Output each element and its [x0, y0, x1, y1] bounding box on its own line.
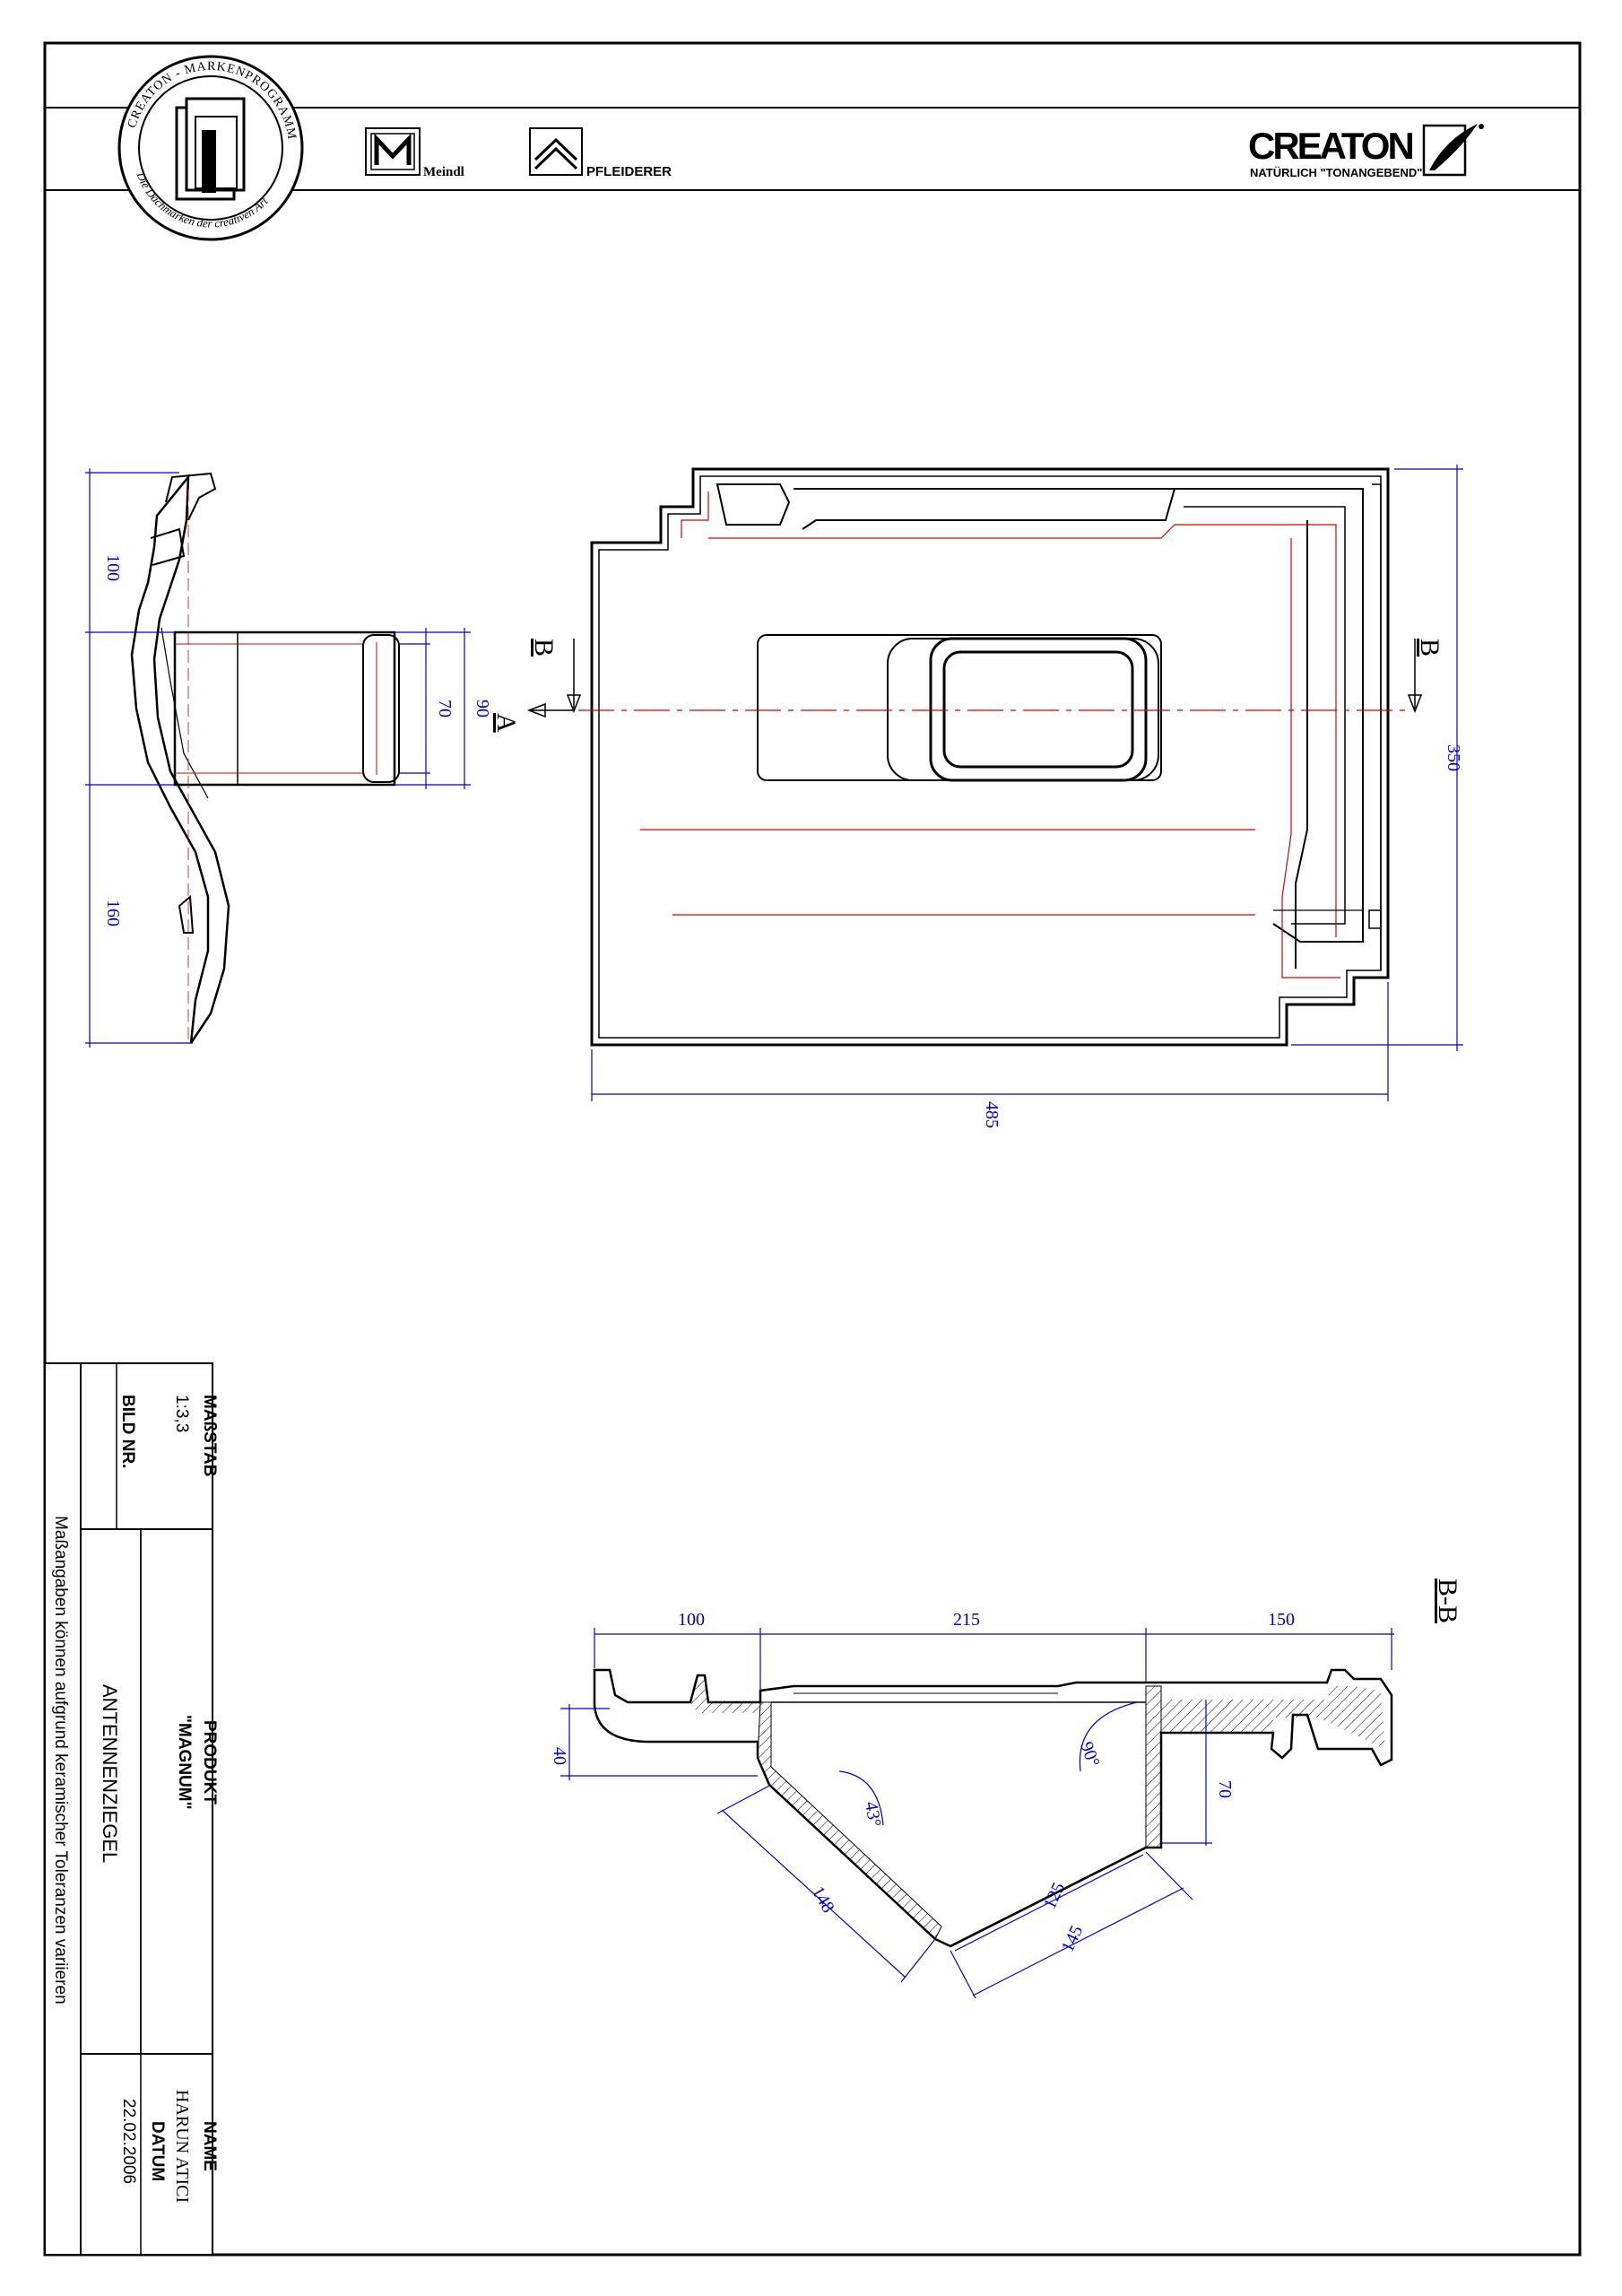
- feather-icon: [1429, 124, 1478, 170]
- massstab-label: MAßSTAB: [200, 1395, 219, 1476]
- cut-b-left-label: B: [529, 639, 559, 657]
- dim-side-100: 100: [103, 554, 123, 581]
- creaton-seal-logo: CREATON - MARKENPROGRAMM Die Dachmarken …: [117, 55, 304, 241]
- pfleiderer-text: PFLEIDERER: [586, 164, 672, 179]
- dim-bb-150: 150: [1268, 1610, 1295, 1630]
- tolerance-note: Maßangaben können aufgrund keramischer T…: [51, 1516, 70, 2005]
- cut-a-label: A: [491, 713, 521, 733]
- cut-b-right-label: B: [1415, 639, 1444, 657]
- produkt-label: PRODUKT: [200, 1720, 219, 1805]
- dim-side-70: 70: [435, 700, 455, 718]
- dim-bb-70: 70: [1215, 1780, 1235, 1798]
- dim-top-350: 350: [1444, 744, 1463, 771]
- creaton-wordmark: CREATON: [1248, 125, 1412, 167]
- datum-value: 22.02.2006: [119, 2099, 138, 2184]
- pfleiderer-logo: PFLEIDERER: [529, 127, 672, 179]
- massstab-value: 1:3,3: [172, 1395, 191, 1432]
- side-view-a: A 100 160 70 90: [85, 468, 492, 1048]
- dim-bb-43deg: 43°: [861, 1800, 885, 1828]
- sheet-border: [43, 41, 1582, 2257]
- meindl-logo: Meindl: [365, 127, 464, 179]
- dim-bb-215: 215: [953, 1610, 980, 1630]
- title-block: MAßSTAB 1:3,3 BILD NR. PRODUKT "MAGNUM" …: [44, 1362, 219, 2256]
- creaton-brand-logo: CREATON NATÜRLICH "TONANGEBEND": [1248, 124, 1484, 179]
- datum-label: DATUM: [148, 2121, 167, 2181]
- dim-bb-40: 40: [550, 1747, 569, 1765]
- drawing-title: ANTENNENZIEGEL: [99, 1684, 121, 1863]
- bild-nr-label: BILD NR.: [118, 1395, 137, 1468]
- dim-bb-100: 100: [678, 1610, 705, 1630]
- top-view: B B A 350 485: [491, 465, 1463, 1128]
- creaton-tagline: NATÜRLICH "TONANGEBEND": [1250, 166, 1422, 179]
- meindl-text: Meindl: [423, 165, 464, 179]
- name-label: NAME: [200, 2121, 219, 2171]
- name-value: HARUN ATICI: [172, 2090, 192, 2203]
- dim-side-90: 90: [473, 700, 492, 718]
- produkt-value: "MAGNUM": [175, 1715, 194, 1810]
- dim-top-485: 485: [982, 1101, 1002, 1128]
- section-bb-label: B-B: [1433, 1578, 1462, 1623]
- section-b-b: B-B: [550, 1578, 1462, 1999]
- dim-bb-125: 125: [1040, 1880, 1070, 1912]
- dim-side-160: 160: [103, 900, 123, 926]
